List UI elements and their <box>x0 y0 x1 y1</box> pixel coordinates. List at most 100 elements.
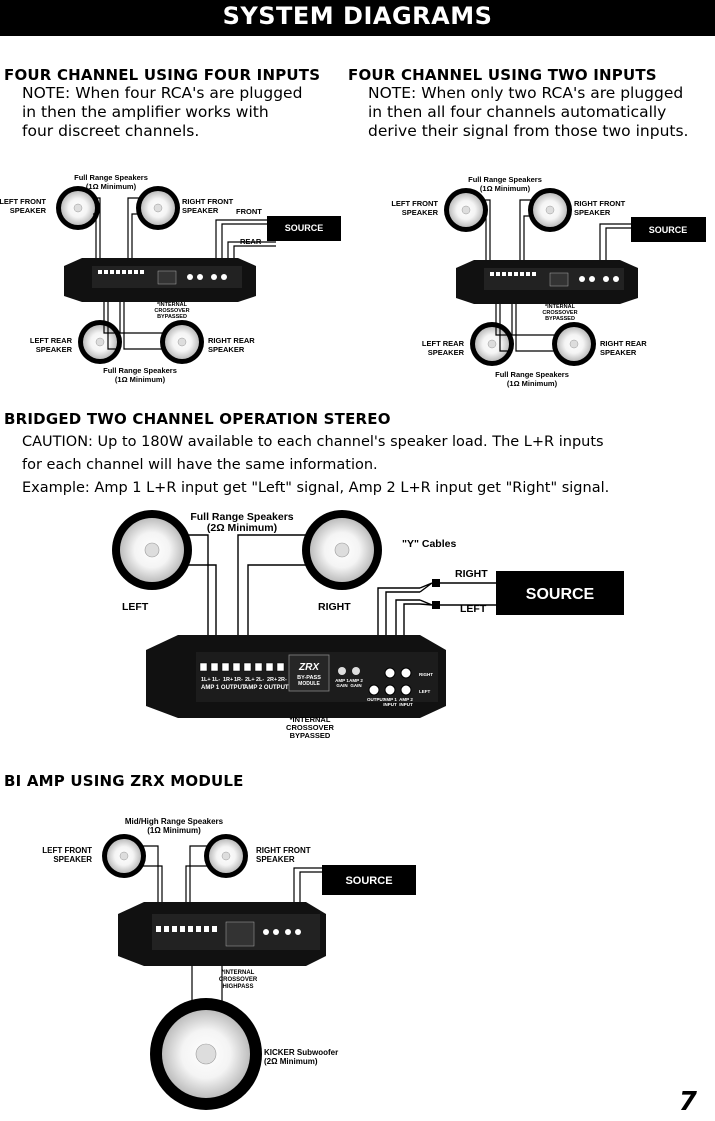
header-bar <box>0 0 715 36</box>
speaker-caption: Full Range Speakers <box>468 175 542 184</box>
source-label: SOURCE <box>526 586 595 603</box>
crossover-note: CROSSOVER <box>542 310 577 316</box>
crossover-note: CROSSOVER <box>286 723 335 732</box>
source-box <box>631 217 706 242</box>
source-box <box>496 571 624 615</box>
speaker-caption: Full Range Speakers <box>74 173 148 182</box>
speaker-icon <box>444 188 488 232</box>
terminal-label: 1R+ <box>223 677 233 683</box>
section3-example-line: Example: Amp 1 L+R input get "Left" sign… <box>22 480 610 496</box>
module-label: BY-PASS <box>297 675 321 681</box>
speaker-label: LEFT FRONT <box>42 846 92 855</box>
speaker-label: SPEAKER <box>428 348 465 357</box>
speaker-icon <box>528 188 572 232</box>
section1-note: NOTE: When four RCA's are plugged in the… <box>22 84 302 141</box>
amp1-output-label: AMP 1 OUTPUT <box>201 685 246 691</box>
speaker-icon <box>470 322 514 366</box>
speaker-caption: (1Ω Minimum) <box>507 379 558 388</box>
speaker-label: LEFT FRONT <box>0 197 46 206</box>
y-cables-label: "Y" Cables <box>402 538 456 550</box>
speaker-caption: (2Ω Minimum) <box>207 522 277 534</box>
crossover-note: *INTERNAL <box>157 302 188 308</box>
amp2-input-label: AMP 2 <box>399 697 413 702</box>
speaker-label: SPEAKER <box>600 348 637 357</box>
section1-note-line: in then the amplifier works with <box>22 103 269 121</box>
speaker-icon <box>78 320 122 364</box>
speaker-icon <box>160 320 204 364</box>
speaker-icon <box>102 834 146 878</box>
crossover-note: BYPASSED <box>157 314 187 320</box>
subwoofer-label: KICKER Subwoofer <box>264 1048 338 1057</box>
terminal-label: 1R- <box>234 677 243 683</box>
section2-note-line: NOTE: When only two RCA's are plugged <box>368 84 684 102</box>
speaker-wires <box>482 199 632 352</box>
crossover-note: *INTERNAL <box>545 304 576 310</box>
terminal-label: 1L- <box>212 677 220 683</box>
wire-label-front: FRONT <box>236 207 262 216</box>
terminal-label: 1L+ <box>201 677 211 683</box>
source-label: SOURCE <box>285 223 324 233</box>
speaker-label: SPEAKER <box>402 208 439 217</box>
speaker-icon <box>56 186 100 230</box>
terminal-label: 2R- <box>278 677 287 683</box>
speaker-label: RIGHT REAR <box>600 339 647 348</box>
section2-title: FOUR CHANNEL USING TWO INPUTS <box>348 66 657 84</box>
speaker-label: LEFT REAR <box>422 339 465 348</box>
section1-note-line: four discreet channels. <box>22 122 200 140</box>
section4-title: BI AMP USING ZRX MODULE <box>4 772 244 790</box>
speaker-label: RIGHT FRONT <box>574 199 626 208</box>
section3-caution-line: for each channel will have the same info… <box>22 457 378 473</box>
section1-note-line: NOTE: When four RCA's are plugged <box>22 84 303 102</box>
gain-label: GAIN <box>350 683 361 688</box>
amplifier-icon <box>118 902 326 966</box>
crossover-note: BYPASSED <box>545 316 575 322</box>
section2-note-line: in then all four channels automatically <box>368 103 667 121</box>
section2-note-line: derive their signal from those two input… <box>368 122 689 140</box>
speaker-caption: (1Ω Minimum) <box>147 826 201 835</box>
amp1-input-label: AMP 1 <box>383 697 397 702</box>
terminal-label: 2L+ <box>245 677 255 683</box>
gain-label: AMP 1 <box>335 678 349 683</box>
speaker-icon <box>136 186 180 230</box>
crossover-note: CROSSOVER <box>154 308 189 314</box>
wire-label-rear: REAR <box>240 237 262 246</box>
speaker-caption: (1Ω Minimum) <box>86 182 137 191</box>
section3-caution-line: CAUTION: Up to 180W available to each ch… <box>22 434 604 450</box>
crossover-note: HIGHPASS <box>223 984 254 990</box>
amplifier-icon <box>64 258 256 302</box>
source-label: SOURCE <box>345 875 392 887</box>
zrx-brand: ZRX <box>298 662 320 673</box>
input-label-right: RIGHT <box>455 568 488 580</box>
subwoofer-icon <box>150 998 262 1110</box>
speaker-icon <box>302 510 382 590</box>
speaker-label: SPEAKER <box>53 855 92 864</box>
diagram-bridged: Full Range Speakers (2Ω Minimum) LEFT RI… <box>112 510 624 740</box>
speaker-label: LEFT REAR <box>30 336 73 345</box>
speaker-caption: Mid/High Range Speakers <box>125 817 224 826</box>
speaker-caption: (1Ω Minimum) <box>480 184 531 193</box>
page-number: 7 <box>678 1087 697 1117</box>
input-label-left: LEFT <box>460 603 487 615</box>
speaker-label: SPEAKER <box>256 855 295 864</box>
gain-label: GAIN <box>336 683 347 688</box>
speaker-icon <box>112 510 192 590</box>
terminal-label: 2R+ <box>267 677 277 683</box>
speaker-caption: Full Range Speakers <box>495 370 569 379</box>
page-title: SYSTEM DIAGRAMS <box>222 2 493 30</box>
gain-label: AMP 2 <box>349 678 363 683</box>
y-cable-connectors <box>432 579 440 609</box>
source-label: SOURCE <box>649 225 688 235</box>
section1-title: FOUR CHANNEL USING FOUR INPUTS <box>4 66 321 84</box>
speaker-label-left: LEFT <box>122 601 149 613</box>
speaker-caption: Full Range Speakers <box>190 511 293 523</box>
section3-title: BRIDGED TWO CHANNEL OPERATION STEREO <box>4 410 391 428</box>
amp1-input-label: INPUT <box>383 702 397 707</box>
crossover-note: BYPASSED <box>290 731 331 740</box>
speaker-caption: Full Range Speakers <box>103 366 177 375</box>
diagram-four-inputs: Full Range Speakers (1Ω Minimum) LEFT FR… <box>0 173 341 384</box>
terminal-label: 2L- <box>256 677 264 683</box>
amplifier-icon <box>146 635 446 718</box>
speaker-label: SPEAKER <box>182 206 219 215</box>
speaker-caption: (1Ω Minimum) <box>115 375 166 384</box>
